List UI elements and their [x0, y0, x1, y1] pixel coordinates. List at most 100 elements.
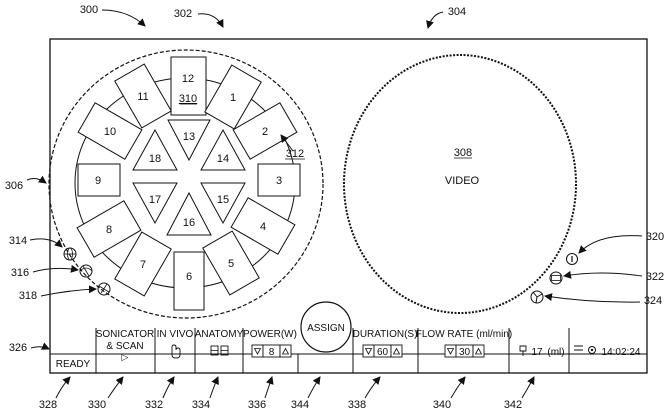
settings-icon[interactable] — [588, 346, 596, 354]
sonicator-scan-button[interactable]: SONICATOR & SCAN ▷ — [96, 329, 155, 362]
ref-304: 304 — [448, 6, 466, 18]
element-tile-11[interactable]: 11 — [114, 63, 172, 129]
video-label: VIDEO — [445, 175, 480, 187]
globe-icon[interactable] — [63, 247, 77, 261]
ref-318: 318 — [19, 290, 37, 302]
sonicator-label-line2: & SCAN — [106, 341, 143, 352]
fan-icon[interactable] — [530, 290, 544, 304]
element-tile-10[interactable]: 10 — [77, 102, 143, 160]
element-tile-3[interactable]: 3 — [257, 163, 301, 197]
control-toolbar: READY SONICATOR & SCAN ▷ IN VIVO ANATOMY… — [50, 301, 647, 373]
tile-label-8: 8 — [106, 224, 112, 236]
screen-frame — [49, 38, 648, 374]
power-control: POWER(W) 8 — [243, 329, 297, 358]
reference-annotations: 300 302 304 306 312 314 316 318 320 322 … — [5, 4, 664, 411]
video-circle — [343, 54, 577, 314]
assign-button[interactable]: ASSIGN — [300, 301, 352, 353]
ref-332: 332 — [145, 399, 163, 411]
status-ready: READY — [56, 359, 91, 370]
flow-rate-decrement-button[interactable] — [444, 344, 457, 358]
clock-time: 14:02:24 — [602, 347, 641, 358]
invivo-button[interactable]: IN VIVO — [157, 329, 194, 359]
flow-rate-increment-button[interactable] — [472, 344, 485, 358]
duration-control: DURATION(S) 60 — [353, 329, 418, 358]
triangle-label-15: 15 — [217, 194, 229, 206]
element-tile-6[interactable]: 6 — [173, 251, 205, 311]
tile-label-9: 9 — [95, 175, 101, 187]
transducer-ring-panel: 12 310 1 2 3 4 5 6 — [48, 49, 324, 319]
ref-302: 302 — [174, 8, 192, 20]
element-tile-1[interactable]: 1 — [204, 64, 262, 130]
duration-value: 60 — [377, 347, 389, 358]
camera-icon[interactable] — [549, 271, 563, 285]
ref-314: 314 — [9, 235, 27, 247]
flow-rate-value: 30 — [459, 347, 471, 358]
tile-label-7: 7 — [140, 259, 146, 271]
video-panel: 308 VIDEO — [343, 54, 577, 314]
ref-338: 338 — [348, 399, 366, 411]
ref-344: 344 — [291, 399, 309, 411]
ref-324: 324 — [644, 295, 662, 307]
ref-306: 306 — [5, 180, 23, 192]
element-tile-4[interactable]: 4 — [230, 197, 296, 255]
triangle-label-14: 14 — [217, 153, 229, 165]
ring-outer-dashed — [48, 49, 324, 319]
flow-rate-control: FLOW RATE (ml/min) 30 — [416, 329, 512, 358]
duration-label: DURATION(S) — [353, 329, 418, 340]
ref-320: 320 — [646, 231, 664, 243]
duration-decrement-button[interactable] — [362, 344, 375, 358]
hand-icon — [171, 344, 181, 359]
info-icon[interactable] — [566, 253, 578, 265]
assign-label: ASSIGN — [307, 323, 345, 334]
volume-value: 17 — [531, 347, 543, 358]
element-tile-5[interactable]: 5 — [202, 230, 260, 296]
ref-316: 316 — [11, 267, 29, 279]
element-tile-8[interactable]: 8 — [76, 200, 142, 258]
power-increment-button[interactable] — [279, 344, 292, 358]
element-tile-7[interactable]: 7 — [114, 231, 172, 297]
tile-label-11: 11 — [137, 91, 148, 103]
element-tile-12[interactable]: 12 310 — [170, 56, 207, 116]
ref-342: 342 — [504, 399, 522, 411]
element-triangle-18[interactable]: 18 — [132, 128, 178, 171]
element-triangle-14[interactable]: 14 — [200, 128, 246, 171]
triangle-label-13: 13 — [183, 131, 195, 143]
ref-340: 340 — [433, 399, 451, 411]
tile-label-5: 5 — [228, 258, 234, 270]
anatomy-button[interactable]: ANATOMY — [195, 329, 244, 356]
ref-330: 330 — [88, 399, 106, 411]
tile-label-3: 3 — [276, 175, 282, 187]
element-triangle-16[interactable]: 16 — [166, 191, 212, 236]
ref-328: 328 — [39, 399, 57, 411]
element-triangle-15[interactable]: 15 — [200, 182, 246, 225]
tile-label-10: 10 — [104, 126, 116, 138]
ref-322: 322 — [646, 271, 664, 283]
element-tile-9[interactable]: 9 — [77, 163, 121, 197]
power-value: 8 — [269, 347, 275, 358]
menu-icon[interactable] — [574, 345, 583, 355]
triangle-label-17: 17 — [149, 194, 161, 206]
ref-312: 312 — [286, 148, 304, 160]
tile-label-4: 4 — [260, 221, 266, 233]
element-triangle-13[interactable]: 13 — [167, 119, 211, 162]
flow-rate-label: FLOW RATE (ml/min) — [416, 329, 512, 340]
volume-unit: (ml) — [547, 347, 564, 358]
invivo-label: IN VIVO — [157, 329, 194, 340]
power-label: POWER(W) — [243, 329, 297, 340]
element-tile-2[interactable]: 2 — [232, 102, 298, 160]
triangle-label-18: 18 — [149, 153, 161, 165]
element-triangle-17[interactable]: 17 — [132, 182, 178, 225]
tile-label-1: 1 — [230, 92, 236, 104]
tile-label-2: 2 — [262, 126, 268, 138]
sphere-icon[interactable] — [79, 264, 93, 278]
ref-334: 334 — [192, 399, 210, 411]
power-decrement-button[interactable] — [251, 344, 264, 358]
triangle-label-16: 16 — [183, 217, 195, 229]
tile-label-6: 6 — [186, 271, 192, 283]
sphere-mesh-icon[interactable] — [97, 282, 111, 296]
anatomy-label: ANATOMY — [195, 329, 244, 340]
ref-326: 326 — [9, 342, 27, 354]
duration-increment-button[interactable] — [390, 344, 403, 358]
sonicator-label-line1: SONICATOR — [96, 329, 155, 340]
